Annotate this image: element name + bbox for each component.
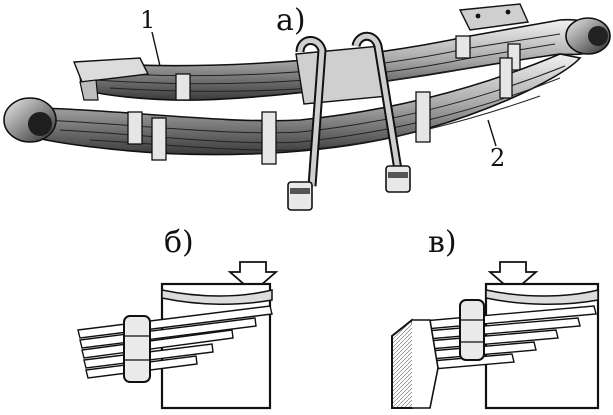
load-arrow-b [227,261,279,294]
panel-b-illustration [77,261,279,410]
callout-1-leader [151,31,161,67]
callout-2-leader [487,119,497,147]
panel-a-label: а) [276,3,306,38]
panel-b-label: б) [164,225,194,260]
load-arrow-v [487,261,539,294]
center-pad [295,45,389,105]
panel-v-label: в) [428,225,457,260]
panel-a-illustration [3,3,611,211]
lower-leaf-spring [3,53,582,165]
panel-v-illustration [391,261,600,410]
callout-1-label: 1 [140,6,155,34]
u-bolts [287,31,411,211]
callout-2-label: 2 [490,144,505,172]
